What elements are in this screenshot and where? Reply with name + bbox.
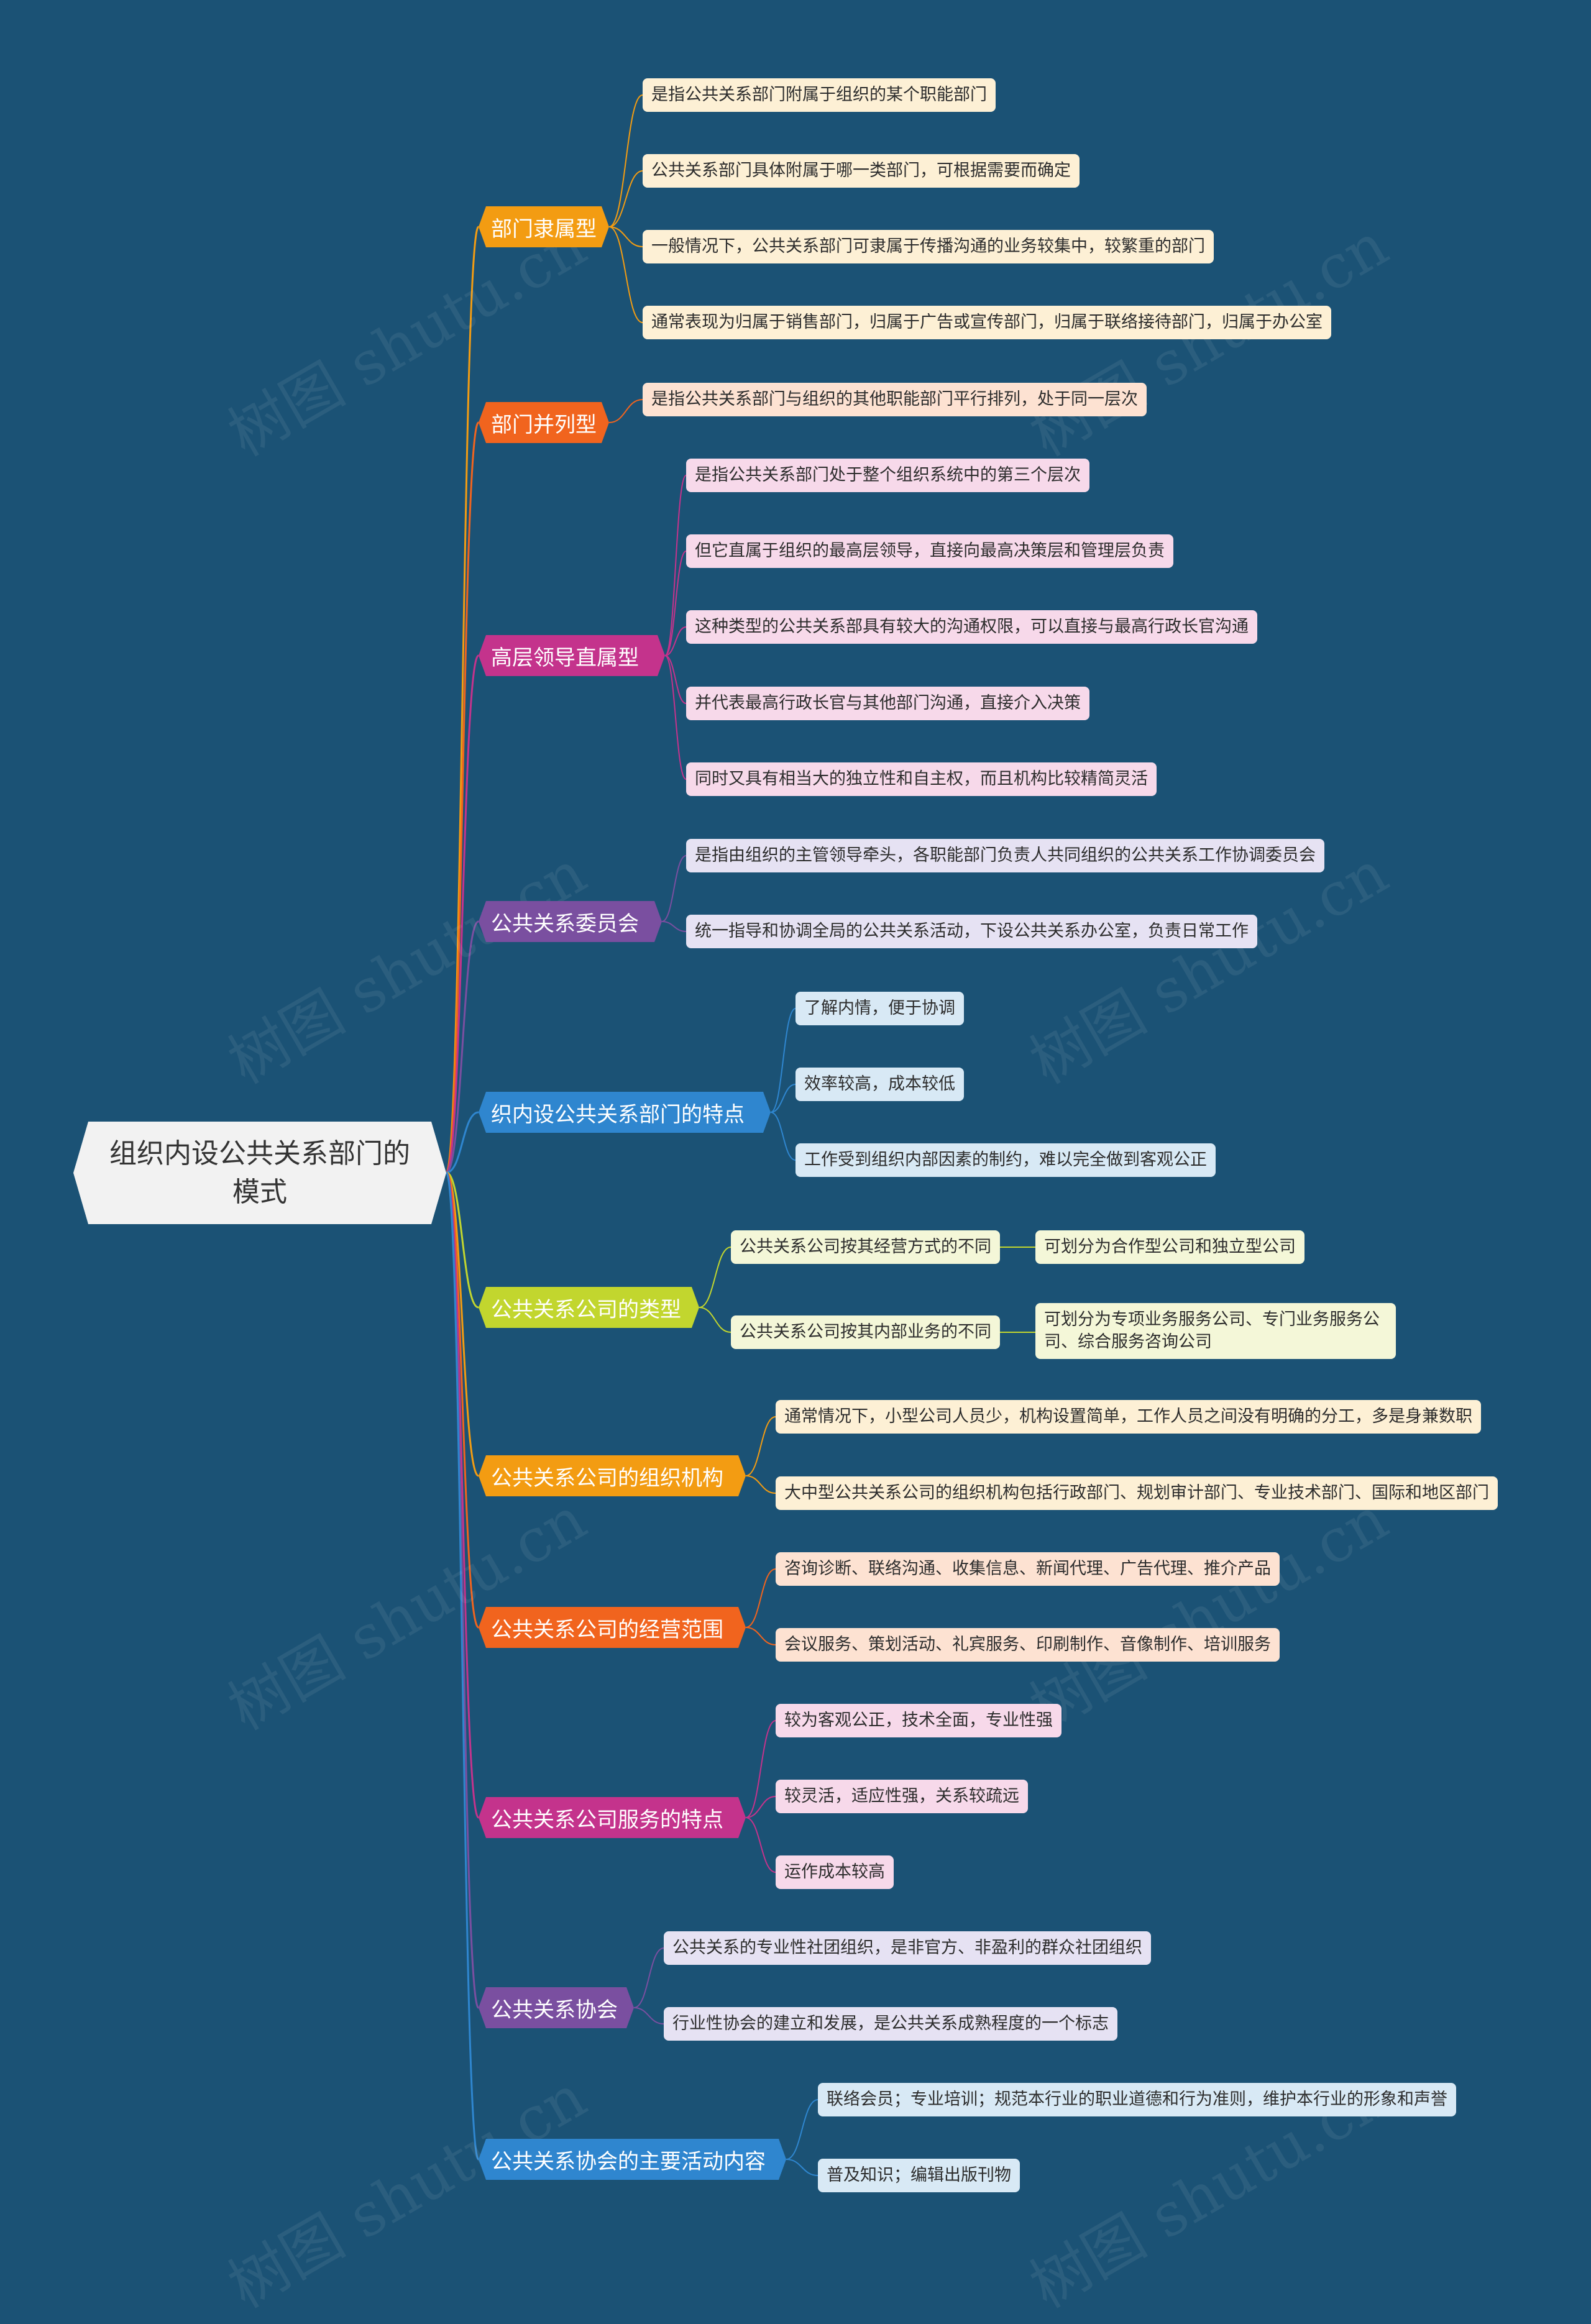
connector-line xyxy=(786,2159,818,2176)
connector-line xyxy=(699,1307,731,1333)
leaf-node[interactable]: 并代表最高行政长官与其他部门沟通，直接介入决策 xyxy=(686,687,1089,720)
connector-line xyxy=(661,921,687,932)
leaf-node[interactable]: 是指公共关系部门与组织的其他职能部门平行排列，处于同一层次 xyxy=(643,383,1147,416)
connector-line xyxy=(745,1796,776,1818)
connector-line xyxy=(445,1171,480,2009)
connector-line xyxy=(633,2007,664,2024)
leaf-node[interactable]: 公共关系部门具体附属于哪一类部门，可根据需要而确定 xyxy=(643,154,1080,188)
connector-line xyxy=(745,1720,776,1818)
connector-line xyxy=(446,1171,479,1309)
connector-line xyxy=(661,855,687,922)
leaf-node[interactable]: 工作受到组织内部因素的制约，难以完全做到客观公正 xyxy=(796,1143,1216,1177)
connector-line xyxy=(770,1008,796,1113)
leaf-node[interactable]: 运作成本较高 xyxy=(776,1855,894,1889)
connector-line xyxy=(608,226,643,247)
connector-line xyxy=(445,226,480,1174)
connector-line xyxy=(745,1568,776,1628)
leaf-node[interactable]: 行业性协会的建立和发展，是公共关系成熟程度的一个标志 xyxy=(664,2007,1117,2041)
leaf-node[interactable]: 是指公共关系部门处于整个组织系统中的第三个层次 xyxy=(686,459,1089,492)
connector-line xyxy=(664,475,687,656)
leaf-node[interactable]: 这种类型的公共关系部具有较大的沟通权限，可以直接与最高行政长官沟通 xyxy=(686,610,1257,644)
root-node[interactable]: 组织内设公共关系部门的模式 xyxy=(73,1122,446,1224)
connector-line xyxy=(745,1416,776,1476)
connector-line xyxy=(445,421,480,1174)
leaf-node[interactable]: 联络会员；专业培训；规范本行业的职业道德和行为准则，维护本行业的形象和声誉 xyxy=(818,2083,1456,2116)
connector-line xyxy=(633,1947,664,2008)
connector-line xyxy=(664,626,687,656)
leaf-node[interactable]: 可划分为专项业务服务公司、专门业务服务公司、综合服务咨询公司 xyxy=(1035,1303,1396,1359)
connector-line xyxy=(608,399,643,423)
leaf-node[interactable]: 是指由组织的主管领导牵头，各职能部门负责人共同组织的公共关系工作协调委员会 xyxy=(686,839,1324,872)
connector-line xyxy=(664,655,687,704)
leaf-node[interactable]: 大中型公共关系公司的组织机构包括行政部门、规划审计部门、专业技术部门、国际和地区… xyxy=(776,1476,1498,1510)
connector-line xyxy=(770,1084,796,1113)
connector-line xyxy=(445,1171,480,2161)
connector-line xyxy=(745,1475,776,1494)
leaf-node[interactable]: 通常表现为归属于销售部门，归属于广告或宣传部门，归属于联络接待部门，归属于办公室 xyxy=(643,306,1331,339)
leaf-node[interactable]: 了解内情，便于协调 xyxy=(796,992,964,1025)
leaf-node[interactable]: 公共关系的专业性社团组织，是非官方、非盈利的群众社团组织 xyxy=(664,1931,1151,1965)
branch-node[interactable]: 公共关系协会的主要活动内容 xyxy=(479,2139,786,2180)
branch-node[interactable]: 公共关系协会 xyxy=(479,1987,634,2028)
connector-line xyxy=(699,1247,731,1308)
connector-line xyxy=(770,1112,796,1161)
branch-node[interactable]: 公共关系公司的组织机构 xyxy=(479,1455,746,1496)
branch-node[interactable]: 高层领导直属型 xyxy=(479,635,665,676)
leaf-node[interactable]: 咨询诊断、联络沟通、收集信息、新闻代理、广告代理、推介产品 xyxy=(776,1552,1280,1586)
leaf-node[interactable]: 但它直属于组织的最高层领导，直接向最高决策层和管理层负责 xyxy=(686,534,1173,568)
branch-node[interactable]: 公共关系公司的经营范围 xyxy=(479,1607,746,1648)
connector-line xyxy=(445,654,480,1174)
leaf-node[interactable]: 效率较高，成本较低 xyxy=(796,1068,964,1101)
connector-line xyxy=(445,1171,480,1477)
connector-line xyxy=(446,1111,479,1174)
leaf-node[interactable]: 公共关系公司按其内部业务的不同 xyxy=(731,1315,1000,1349)
branch-node[interactable]: 部门隶属型 xyxy=(479,206,609,247)
leaf-node[interactable]: 一般情况下，公共关系部门可隶属于传播沟通的业务较集中，较繁重的部门 xyxy=(643,230,1214,263)
leaf-node[interactable]: 较灵活，适应性强，关系较疏远 xyxy=(776,1780,1028,1813)
connector-line xyxy=(745,1817,776,1873)
connector-line xyxy=(745,1627,776,1645)
connector-line xyxy=(446,920,479,1174)
branch-node[interactable]: 公共关系公司服务的特点 xyxy=(479,1797,746,1838)
leaf-node[interactable]: 同时又具有相当大的独立性和自主权，而且机构比较精简灵活 xyxy=(686,762,1157,796)
connector-lines xyxy=(445,94,1035,2176)
connector-line xyxy=(608,170,643,227)
leaf-node[interactable]: 统一指导和协调全局的公共关系活动，下设公共关系办公室，负责日常工作 xyxy=(686,915,1257,948)
leaf-node[interactable]: 会议服务、策划活动、礼宾服务、印刷制作、音像制作、培训服务 xyxy=(776,1628,1280,1662)
leaf-node[interactable]: 较为客观公正，技术全面，专业性强 xyxy=(776,1704,1061,1737)
leaf-node[interactable]: 通常情况下，小型公司人员少，机构设置简单，工作人员之间没有明确的分工，多是身兼数… xyxy=(776,1400,1481,1434)
leaf-node[interactable]: 普及知识；编辑出版刊物 xyxy=(818,2159,1020,2192)
connector-line xyxy=(664,655,687,780)
connector-line xyxy=(608,94,643,227)
branch-node[interactable]: 公共关系委员会 xyxy=(479,901,662,942)
branch-node[interactable]: 部门并列型 xyxy=(479,402,609,443)
leaf-node[interactable]: 是指公共关系部门附属于组织的某个职能部门 xyxy=(643,78,996,112)
leaf-node[interactable]: 可划分为合作型公司和独立型公司 xyxy=(1035,1230,1304,1264)
branch-node[interactable]: 公共关系公司的类型 xyxy=(479,1287,699,1328)
branch-node[interactable]: 织内设公共关系部门的特点 xyxy=(479,1092,771,1133)
connector-line xyxy=(664,551,687,656)
connector-line xyxy=(608,226,643,323)
leaf-node[interactable]: 公共关系公司按其经营方式的不同 xyxy=(731,1230,1000,1264)
connector-line xyxy=(786,2099,818,2160)
